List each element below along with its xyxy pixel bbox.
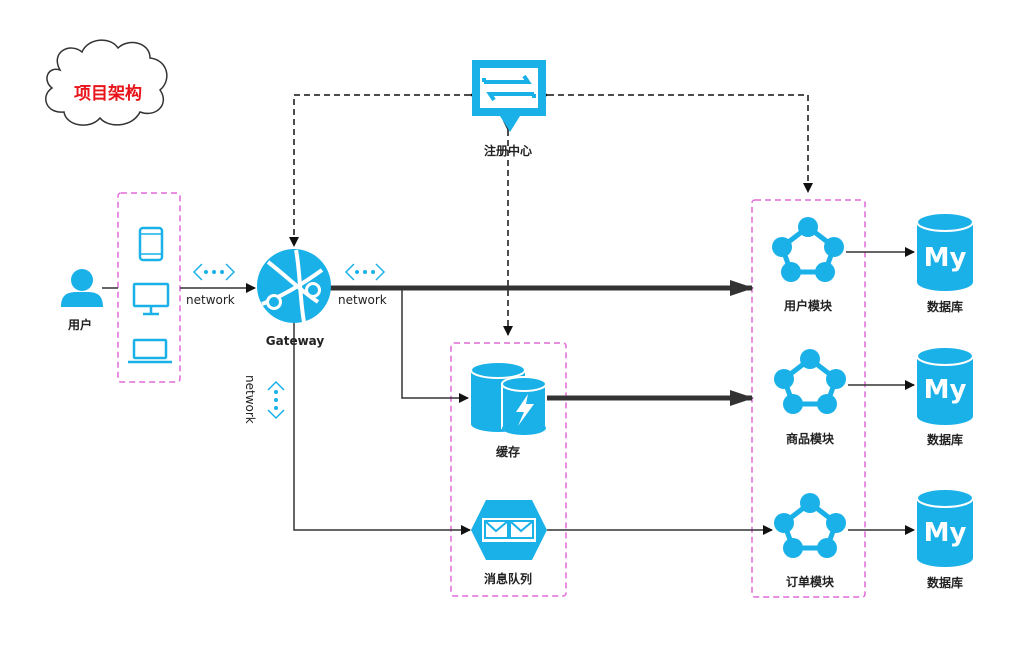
product-module-node: 商品模块 — [774, 349, 846, 446]
db-label: 数据库 — [927, 575, 963, 590]
user-label: 用户 — [67, 317, 92, 332]
mysql-database-icon: My — [916, 488, 974, 567]
user-icon — [61, 269, 103, 307]
middleware-group — [450, 342, 567, 597]
message-queue-icon — [471, 500, 547, 560]
network-label: network — [186, 293, 235, 307]
gateway-to-cache-arrow — [401, 288, 469, 403]
mq-label: 消息队列 — [484, 571, 532, 586]
user-node: 用户 — [61, 269, 103, 332]
network-label: network — [243, 375, 257, 424]
order-module-label: 订单模块 — [786, 574, 835, 589]
client-devices-group — [117, 192, 181, 383]
user-module-label: 用户模块 — [783, 298, 833, 313]
user-module-node: 用户模块 — [772, 217, 844, 313]
service-pentagon-icon — [774, 349, 846, 414]
mysql-database-icon: My — [916, 346, 974, 425]
db-label: 数据库 — [927, 299, 963, 314]
mysql-database-icon: My — [916, 212, 974, 291]
connections — [102, 247, 915, 535]
registry-icon — [472, 60, 546, 132]
order-module-node: 订单模块 — [774, 493, 846, 589]
network-glyph-3 — [267, 380, 285, 420]
cache-label: 缓存 — [496, 444, 520, 459]
database-node: My 数据库 — [916, 346, 974, 447]
gateway-node: Gateway — [257, 249, 331, 348]
page-title: 项目架构 — [74, 83, 142, 104]
registry-node: 注册中心 — [472, 60, 546, 158]
services-group — [751, 199, 866, 598]
database-node: My 数据库 — [916, 212, 974, 314]
gateway-label: Gateway — [266, 334, 325, 348]
product-module-label: 商品模块 — [786, 431, 835, 446]
service-pentagon-icon — [774, 493, 846, 558]
db-logo: My — [924, 518, 967, 548]
network-glyph-1 — [192, 263, 236, 281]
monitor-icon — [132, 282, 170, 316]
cache-icon — [470, 361, 547, 435]
db-label: 数据库 — [927, 432, 963, 447]
registry-connections — [289, 90, 813, 336]
registry-label: 注册中心 — [484, 143, 532, 158]
tablet-icon — [138, 226, 164, 262]
laptop-icon — [128, 338, 172, 364]
gateway-to-mq-arrow — [293, 318, 471, 535]
db-logo: My — [924, 243, 967, 273]
cache-node: 缓存 — [470, 361, 547, 459]
network-label: network — [338, 293, 387, 307]
title-cloud: 项目架构 — [45, 39, 168, 126]
mq-node: 消息队列 — [471, 500, 547, 586]
db-logo: My — [924, 375, 967, 405]
database-node: My 数据库 — [916, 488, 974, 590]
gateway-globe-icon — [257, 249, 331, 323]
service-pentagon-icon — [772, 217, 844, 282]
network-glyph-2 — [344, 263, 386, 281]
